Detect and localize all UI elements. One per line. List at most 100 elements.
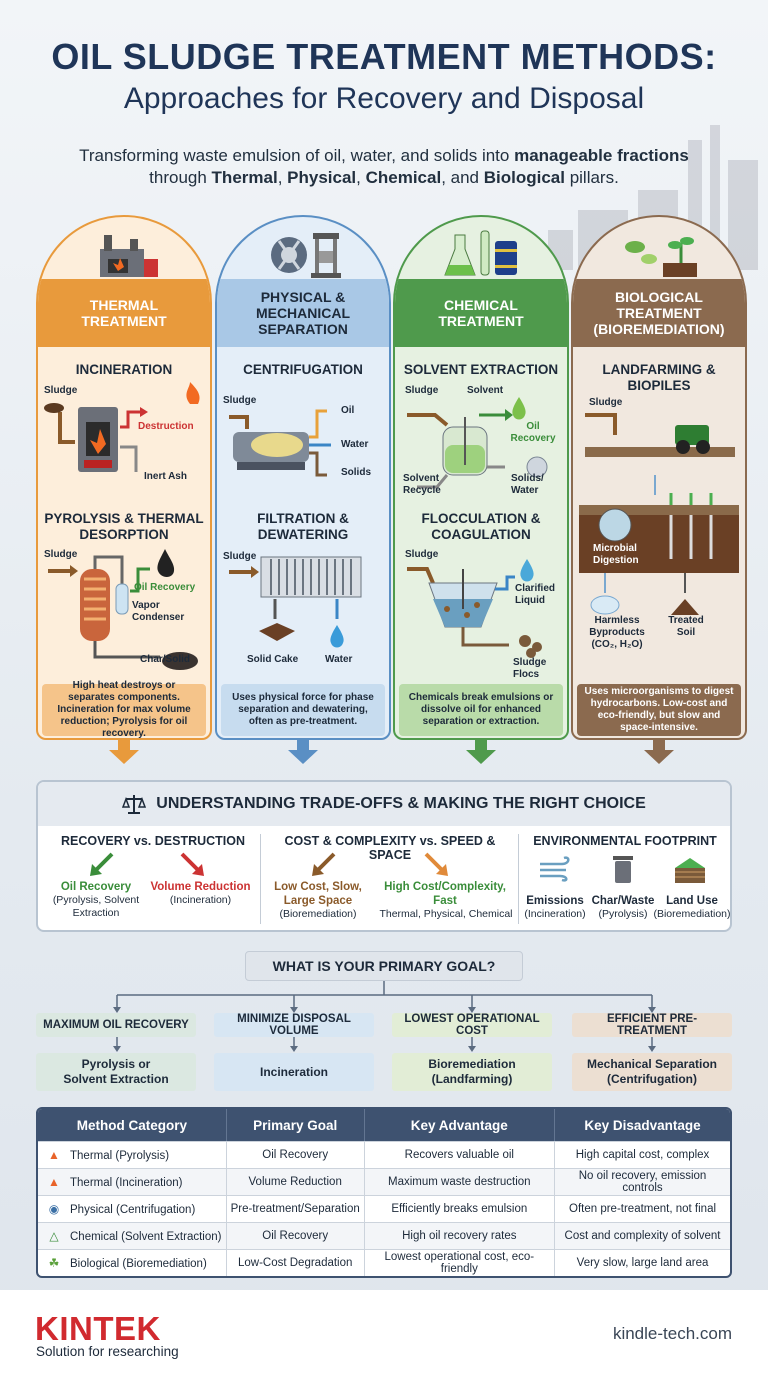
landfarming-label-sludge: Sludge	[589, 397, 623, 408]
flocculation-diagram	[407, 559, 542, 658]
page-subtitle: Approaches for Recovery and Disposal	[123, 82, 645, 115]
landfarming-label-formula: (CO₂, H₂O)	[591, 639, 643, 650]
section-filtration-title: FILTRATION & DEWATERING	[257, 511, 349, 542]
goal-pre-treatment: EFFICIENT PRE-TREATMENT	[572, 1013, 732, 1037]
goal-max-oil-recovery: MAXIMUM OIL RECOVERY	[36, 1013, 196, 1037]
tradeoff-volume-reduction-sub: (Incineration)	[169, 894, 232, 906]
tradeoff-col2-head: COST & COMPLEXITY vs. SPEED & SPACE	[284, 834, 496, 862]
arrow-orange-icon	[424, 852, 448, 876]
tradeoff-divider-1	[260, 834, 261, 924]
pillar-biological: BIOLOGICAL TREATMENT (BIOREMEDIATION) LA…	[571, 215, 747, 740]
flocculation-label-sludge: Sludge	[405, 549, 439, 560]
microbe-plant-icon	[625, 237, 697, 277]
flame-icon: ▲	[48, 1175, 60, 1189]
goal-result-connectors	[113, 1037, 656, 1052]
goal-tree-connectors	[113, 981, 656, 1013]
tradeoff-high-cost: High Cost/Complexity, Fast	[384, 881, 506, 907]
incineration-label-ash: Inert Ash	[144, 471, 187, 482]
section-flocculation-title: FLOCCULATION & COAGULATION	[421, 511, 541, 542]
down-arrow-physical	[288, 740, 318, 764]
trash-bin-icon	[613, 856, 633, 883]
tradeoff-oil-recovery-sub: (Pyrolysis, Solvent Extraction	[52, 894, 140, 919]
page-title: OIL SLUDGE TREATMENT METHODS:	[51, 36, 717, 77]
comparison-table: Method Category Primary Goal Key Advanta…	[36, 1107, 732, 1278]
tradeoffs-title: UNDERSTANDING TRADE-OFFS & MAKING THE RI…	[156, 795, 646, 812]
arrow-brown-icon	[312, 852, 336, 876]
table-row: △Chemical (Solvent Extraction) Oil Recov…	[38, 1222, 730, 1249]
landfarming-label-byproducts: Harmless Byproducts	[589, 615, 645, 638]
thermal-description: High heat destroys or separates componen…	[42, 680, 206, 738]
tradeoff-col1-head: RECOVERY vs. DESTRUCTION	[60, 834, 246, 848]
down-arrow-chemical	[466, 740, 496, 764]
centrifugation-diagram	[229, 409, 331, 477]
pillar-physical: PHYSICAL & MECHANICAL SEPARATION CENTRIF…	[215, 215, 391, 740]
incinerator-plant-icon	[100, 235, 158, 277]
landfarming-label-soil: Treated Soil	[668, 615, 704, 638]
table-header-advantage: Key Advantage	[364, 1109, 556, 1141]
tradeoff-low-cost-sub: (Bioremediation)	[279, 908, 357, 920]
physical-description: Uses physical force for phase separation…	[221, 684, 385, 736]
landfarming-label-digestion: Microbial Digestion	[593, 543, 639, 566]
centrifugation-label-water: Water	[341, 439, 369, 450]
tradeoff-oil-recovery: Oil Recovery	[60, 881, 132, 893]
centrifugation-label-solids: Solids	[341, 467, 372, 478]
section-landfarming-title: LANDFARMING & BIOPILES	[602, 362, 716, 393]
flask-icon: △	[49, 1229, 59, 1243]
solvent-label-oil-recovery: Oil Recovery	[510, 421, 556, 444]
incineration-label-sludge: Sludge	[44, 385, 78, 396]
section-centrifugation-title: CENTRIFUGATION	[243, 362, 363, 377]
brand-tagline: Solution for researching	[36, 1344, 179, 1359]
banner-chemical: CHEMICAL TREATMENT	[395, 279, 567, 347]
tradeoff-emissions-sub: (Incineration)	[524, 908, 586, 920]
tradeoffs-panel: UNDERSTANDING TRADE-OFFS & MAKING THE RI…	[36, 780, 732, 932]
down-arrow-biological	[644, 740, 674, 764]
pyrolysis-label-condenser: Vapor Condenser	[132, 600, 185, 623]
primary-goal-question: WHAT IS YOUR PRIMARY GOAL?	[245, 951, 523, 981]
solvent-label-recycle: Solvent Recycle	[403, 473, 441, 496]
pyrolysis-label-char: Char/Solid	[140, 654, 191, 665]
table-row: ▲Thermal (Incineration) Volume Reduction…	[38, 1168, 730, 1195]
landfarming-diagram	[579, 413, 739, 615]
section-pyrolysis-title: PYROLYSIS & THERMAL DESORPTION	[44, 511, 204, 542]
balance-scale-icon	[122, 795, 147, 814]
tradeoff-land-use-sub: (Bioremediation)	[653, 908, 731, 920]
result-mechanical: Mechanical Separation(Centrifugation)	[572, 1053, 732, 1091]
table-header-category: Method Category	[38, 1109, 227, 1141]
flame-icon: ▲	[48, 1148, 60, 1162]
goal-minimize-volume: MINIMIZE DISPOSAL VOLUME	[214, 1013, 374, 1037]
centrifugation-label-sludge: Sludge	[223, 395, 257, 406]
tradeoff-col3-head: ENVIRONMENTAL FOOTPRINT	[533, 834, 717, 848]
chemical-description: Chemicals break emulsions or dissolve oi…	[399, 684, 563, 736]
flask-barrel-icon	[444, 230, 517, 276]
solvent-extraction-diagram	[407, 397, 548, 489]
website-link[interactable]: kindle-tech.com	[612, 1324, 732, 1343]
incineration-diagram	[44, 382, 200, 472]
pillar-chemical: CHEMICAL TREATMENT SOLVENT EXTRACTION Sl…	[393, 215, 569, 740]
tradeoff-volume-reduction: Volume Reduction	[150, 881, 251, 893]
pyrolysis-label-oil-recovery: Oil Recovery	[134, 582, 196, 593]
section-solvent-title: SOLVENT EXTRACTION	[403, 362, 559, 377]
footer-bar	[0, 1290, 768, 1376]
tradeoff-divider-2	[518, 834, 519, 924]
filtration-label-water: Water	[325, 654, 353, 665]
tradeoffs-header: UNDERSTANDING TRADE-OFFS & MAKING THE RI…	[38, 782, 730, 826]
tradeoff-land-use: Land Use	[666, 895, 718, 907]
solvent-label-solids-water: Solids/ Water	[511, 473, 544, 496]
pillar-thermal: THERMAL TREATMENT INCINERATION Sludge De…	[36, 215, 212, 740]
centrifuge-press-icon	[271, 233, 341, 278]
result-incineration: Incineration	[214, 1053, 374, 1091]
filtration-label-cake: Solid Cake	[247, 654, 299, 665]
table-row: ☘Biological (Bioremediation) Low-Cost De…	[38, 1249, 730, 1276]
arrow-red-icon	[180, 852, 204, 876]
tradeoff-high-cost-sub: Thermal, Physical, Chemical	[379, 908, 513, 920]
banner-biological: BIOLOGICAL TREATMENT (BIOREMEDIATION)	[573, 279, 745, 347]
banner-thermal: THERMAL TREATMENT	[38, 279, 210, 347]
centrifugation-label-oil: Oil	[341, 405, 355, 416]
banner-physical: PHYSICAL & MECHANICAL SEPARATION	[217, 279, 389, 347]
tradeoff-char-waste-sub: (Pyrolysis)	[598, 908, 648, 920]
flocculation-label-clarified: Clarified Liquid	[515, 583, 556, 606]
biological-description: Uses microorganisms to digest hydrocarbo…	[577, 684, 741, 736]
flocculation-label-flocs: Sludge Flocs	[513, 657, 547, 680]
